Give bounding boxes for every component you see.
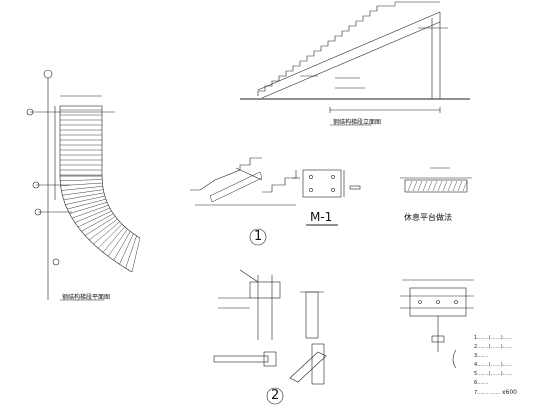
m1-bolt-1 <box>309 175 313 179</box>
stair-support-detail <box>190 157 300 206</box>
plan-tread <box>131 237 141 273</box>
plan-tread <box>113 231 131 261</box>
joint-base-beam <box>213 355 269 363</box>
plan-grid-bubble-d <box>52 258 60 266</box>
plan-tread <box>71 204 109 219</box>
joint-iso-column <box>311 343 325 385</box>
plan-tread <box>108 228 128 257</box>
elevation-stringer-top <box>257 11 441 91</box>
plan-tread <box>67 198 106 210</box>
joint-cap-plate <box>249 281 281 299</box>
plan-tread <box>63 192 105 201</box>
plan-tread <box>77 210 112 228</box>
plan-tread <box>69 201 108 214</box>
column-joint-detail <box>213 269 327 385</box>
plan-grid-bubble-a <box>26 108 34 116</box>
platform-hatch-line <box>417 180 423 192</box>
joint-iso-beam <box>289 351 327 383</box>
platform-hatch-line <box>462 180 468 192</box>
notes-block: 1.……(……)…… 2.……(……)…… 3.…… 4.……(……)…… 5.… <box>474 334 558 398</box>
platform-slab <box>404 179 468 193</box>
note-line: 1.……(……)…… <box>474 335 513 341</box>
plan-caption: 钢结构梯段平面图 <box>62 294 111 301</box>
note-line: 5.……(……)…… <box>474 371 513 377</box>
stair-elevation-view <box>240 1 470 126</box>
support-detail-beam <box>209 171 263 203</box>
m1-plate <box>302 169 342 198</box>
plan-tread <box>97 224 123 249</box>
platform-hatch-line <box>457 180 463 192</box>
note-line: 6.…… <box>474 380 489 386</box>
support-detail-diag-1 <box>235 167 263 181</box>
m1-side-rod <box>349 185 361 190</box>
note-line: 2.……(……)…… <box>474 344 513 350</box>
plan-tread <box>119 233 134 265</box>
joint-base-plate <box>263 351 277 367</box>
elevation-stair-profile <box>257 5 384 96</box>
stair-plan-view <box>26 69 141 301</box>
plan-tread <box>62 189 104 196</box>
plan-tread <box>125 235 137 269</box>
plan-tread <box>102 226 125 253</box>
plan-straight-flight <box>59 105 103 177</box>
plan-axis-bubble-top <box>43 69 53 79</box>
plan-tread <box>74 207 110 223</box>
m1-bolt-4 <box>331 188 335 192</box>
m1-bolt-3 <box>309 188 313 192</box>
plan-tread <box>89 219 118 241</box>
plan-tread <box>84 216 116 236</box>
plan-tread <box>60 179 103 182</box>
m1-bolt-2 <box>331 175 335 179</box>
joint-leader-1 <box>239 269 259 283</box>
plan-tread <box>61 186 103 191</box>
platform-hatch-line <box>447 180 453 192</box>
m1-caption: M-1 <box>310 210 333 224</box>
detail-callout-2: 2 <box>271 388 280 403</box>
detail-callout-2-circle <box>266 387 284 405</box>
support-detail-right-steps <box>262 170 297 193</box>
note-tail: x600 <box>501 389 517 396</box>
m1-plate-detail <box>302 169 361 226</box>
plan-outer-stringer <box>59 175 133 273</box>
plan-treads <box>60 109 141 273</box>
note-line-text: 7.…… …… <box>474 390 501 396</box>
platform-hatch-line <box>412 180 418 192</box>
platform-hatch-line <box>407 180 413 192</box>
connection-bolt-1 <box>418 300 422 304</box>
platform-hatch-line <box>442 180 448 192</box>
connection-arc <box>452 349 457 369</box>
platform-caption: 休息平台做法 <box>404 213 452 222</box>
note-line: 4.……(……)…… <box>474 362 513 368</box>
plan-tread <box>65 195 105 205</box>
detail-callout-1-circle <box>249 228 267 246</box>
elevation-caption: 钢结构梯段立面图 <box>333 119 382 126</box>
connection-bolt-3 <box>454 300 458 304</box>
platform-hatch <box>407 180 468 192</box>
detail-callout-1: 1 <box>254 229 263 244</box>
elevation-stringer-bottom <box>261 21 441 99</box>
plan-tread <box>93 221 120 245</box>
platform-hatch-line <box>437 180 443 192</box>
elevation-upper-flight <box>384 1 440 7</box>
connection-detail <box>400 279 474 369</box>
platform-hatch-line <box>422 180 428 192</box>
platform-hatch-line <box>432 180 438 192</box>
connection-bolt-2 <box>436 300 440 304</box>
support-detail-steps <box>190 157 262 191</box>
plan-inner-stringer <box>101 175 141 239</box>
platform-hatch-line <box>427 180 433 192</box>
rest-platform-detail <box>400 167 472 193</box>
plan-grid-bubble-b <box>32 181 40 189</box>
note-line: 3.…… <box>474 353 489 359</box>
platform-hatch-line <box>452 180 458 192</box>
connection-stem-plate <box>431 335 445 343</box>
joint-section-column <box>305 291 319 339</box>
plan-tread <box>81 213 114 232</box>
note-line: 7.…… …… x600 <box>474 388 558 398</box>
plan-grid-bubble-c <box>34 208 42 216</box>
